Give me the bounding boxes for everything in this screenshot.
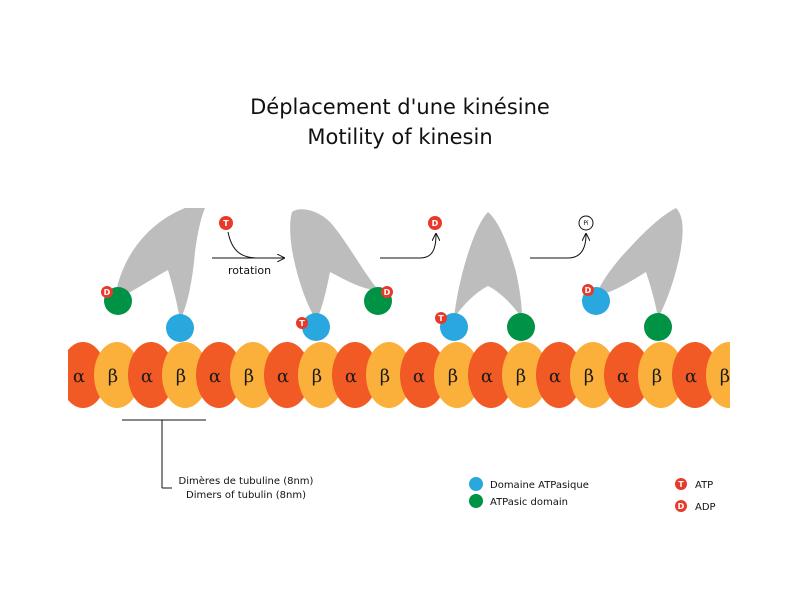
atp-badge-letter: T (438, 314, 444, 323)
alpha-tubulin (468, 342, 514, 408)
alpha-symbol: α (141, 366, 153, 387)
alpha-symbol: α (413, 366, 425, 387)
kinesin-state-1: D (101, 208, 205, 342)
rotation-label: rotation (228, 264, 271, 277)
step-arrow-1: T rotation (212, 216, 284, 277)
scale-label-french: Dimères de tubuline (8nm) (179, 475, 314, 487)
alpha-symbol: α (481, 366, 493, 387)
alpha-symbol: α (549, 366, 561, 387)
beta-symbol: β (448, 366, 458, 387)
beta-symbol: β (380, 366, 390, 387)
atp-badge (435, 312, 447, 324)
atpase-domain-blue (166, 314, 194, 342)
adp-badge-letter: D (384, 288, 391, 297)
legend-green-swatch (469, 494, 483, 508)
legend-domain-english: ATPasic domain (490, 497, 568, 508)
diagram-title: Déplacement d'une kinésine Motility of k… (0, 92, 800, 152)
beta-tubulin (638, 342, 684, 408)
kinesin-body (454, 212, 522, 318)
alpha-tubulin (536, 342, 582, 408)
alpha-tubulin (332, 342, 378, 408)
scale-label-english: Dimers of tubulin (8nm) (186, 490, 306, 501)
kinesin-body (115, 208, 205, 320)
kinesin-state-4: D (582, 208, 683, 341)
alpha-symbol: α (617, 366, 629, 387)
adp-badge-letter: D (585, 286, 592, 295)
atp-badge (296, 317, 308, 329)
atp-molecule (219, 216, 233, 230)
beta-tubulin (162, 342, 208, 408)
adp-molecule-letter: D (432, 219, 439, 228)
adp-badge (381, 286, 393, 298)
legend-atp-swatch (675, 478, 687, 490)
atpase-domain-blue (302, 313, 330, 341)
arrow-line (567, 234, 586, 259)
arrow-line (227, 231, 284, 258)
kinesin-state-3: T (435, 212, 535, 341)
alpha-tubulin (264, 342, 310, 408)
title-french: Déplacement d'une kinésine (250, 95, 550, 119)
beta-tubulin (434, 342, 480, 408)
beta-symbol: β (720, 366, 730, 387)
alpha-tubulin (604, 342, 650, 408)
kinesin-body (596, 208, 683, 318)
alpha-symbol: α (73, 366, 85, 387)
phosphate-molecule (578, 215, 594, 231)
legend: Domaine ATPasique ATPasic domain T ATP D… (469, 477, 716, 513)
beta-symbol: β (312, 366, 322, 387)
adp-badge (101, 286, 113, 298)
beta-symbol: β (584, 366, 594, 387)
beta-symbol: β (176, 366, 186, 387)
adp-molecule (428, 216, 442, 230)
scale-bar: Dimères de tubuline (8nm) Dimers of tubu… (122, 419, 314, 501)
alpha-symbol: α (277, 366, 289, 387)
alpha-tubulin (196, 342, 242, 408)
beta-tubulin (502, 342, 548, 408)
alpha-tubulin (672, 342, 718, 408)
alpha-symbol: α (209, 366, 221, 387)
adp-badge-letter: D (104, 288, 111, 297)
atp-badge-letter: T (299, 319, 305, 328)
step-arrow-2: D (380, 216, 442, 259)
legend-adp-label: ADP (695, 502, 716, 513)
kinesin-state-2: D T (290, 209, 393, 341)
alpha-symbol: α (685, 366, 697, 387)
title-english: Motility of kinesin (307, 125, 493, 149)
beta-symbol: β (516, 366, 526, 387)
legend-atp-label: ATP (695, 480, 713, 491)
alpha-tubulin (68, 342, 106, 408)
alpha-tubulin (128, 342, 174, 408)
phosphate-label: Pi (583, 220, 588, 227)
step-arrow-3: Pi (530, 215, 594, 259)
beta-tubulin (298, 342, 344, 408)
legend-adp-letter: D (678, 502, 685, 511)
atpase-domain-blue (440, 313, 468, 341)
adp-badge (582, 284, 594, 296)
beta-tubulin (570, 342, 616, 408)
beta-tubulin (706, 342, 730, 408)
atpase-domain-green (507, 313, 535, 341)
beta-symbol: β (652, 366, 662, 387)
legend-blue-swatch (469, 477, 483, 491)
atpase-domain-green (644, 313, 672, 341)
kinesin-body (290, 209, 378, 320)
beta-tubulin (366, 342, 412, 408)
legend-atp-letter: T (678, 480, 684, 489)
atp-molecule-letter: T (223, 219, 229, 228)
alpha-tubulin (400, 342, 446, 408)
beta-symbol: β (108, 366, 118, 387)
beta-tubulin (94, 342, 140, 408)
beta-tubulin (230, 342, 276, 408)
beta-symbol: β (244, 366, 254, 387)
legend-domain-french: Domaine ATPasique (490, 480, 589, 491)
alpha-symbol: α (345, 366, 357, 387)
legend-adp-swatch (675, 500, 687, 512)
arrow-line (419, 234, 436, 259)
